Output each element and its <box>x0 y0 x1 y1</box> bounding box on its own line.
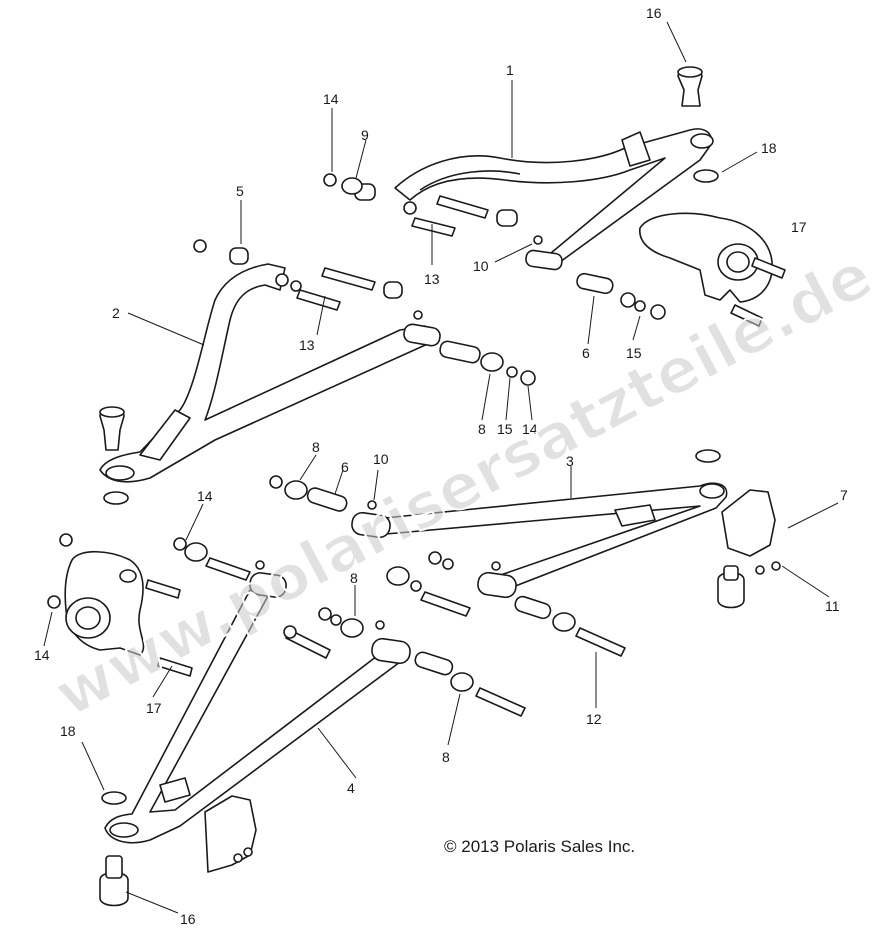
callout-8-d: 8 <box>442 749 450 765</box>
bushings <box>229 183 614 676</box>
callout-5: 5 <box>236 183 244 199</box>
ball-joint-bottom <box>99 855 129 907</box>
callout-10-upper: 10 <box>473 258 489 274</box>
callout-10-lower: 10 <box>373 451 389 467</box>
callout-8-b: 8 <box>312 439 320 455</box>
callout-6-lower: 6 <box>341 459 349 475</box>
callout-1: 1 <box>506 62 514 78</box>
callout-9: 9 <box>361 127 369 143</box>
callout-3: 3 <box>566 453 574 469</box>
lower-right-a-arm <box>351 482 728 599</box>
ball-joint-right-lower <box>717 565 745 609</box>
bolts <box>205 195 626 717</box>
callout-16-bottom: 16 <box>180 911 196 927</box>
callout-12: 12 <box>586 711 602 727</box>
callout-11: 11 <box>825 598 840 614</box>
upper-right-a-arm <box>394 128 714 271</box>
leader-lines <box>43 21 839 914</box>
callout-17-left: 17 <box>146 700 162 716</box>
callout-16-top: 16 <box>646 5 662 21</box>
callout-17-right: 17 <box>791 219 807 235</box>
callout-14-knuckle: 14 <box>34 647 50 663</box>
callout-8-a: 8 <box>478 421 486 437</box>
upper-left-a-arm <box>99 263 441 483</box>
callout-18-left: 18 <box>60 723 76 739</box>
nuts-and-washers <box>47 173 781 863</box>
right-spindle <box>639 212 786 327</box>
left-spindle <box>64 550 193 677</box>
ball-joint-left-top <box>99 406 125 451</box>
callout-4: 4 <box>347 780 355 796</box>
callout-15-b: 15 <box>497 421 513 437</box>
callout-14-left: 14 <box>197 488 213 504</box>
guard-left <box>204 795 257 873</box>
pivot-bushings <box>184 177 576 692</box>
copyright-text: © 2013 Polaris Sales Inc. <box>444 837 635 856</box>
callout-15-a: 15 <box>626 345 642 361</box>
ball-joint-top-right <box>677 66 703 107</box>
callout-13-lower: 13 <box>299 337 315 353</box>
callout-labels: 1 2 3 4 5 6 6 7 8 8 8 8 9 10 10 11 12 13… <box>34 5 848 927</box>
callout-18-right: 18 <box>761 140 777 156</box>
snap-rings <box>101 169 721 805</box>
callout-8-c: 8 <box>350 570 358 586</box>
callout-14-top: 14 <box>323 91 339 107</box>
grease-fittings <box>255 235 543 630</box>
callout-6-upper: 6 <box>582 345 590 361</box>
callout-13-upper: 13 <box>424 271 440 287</box>
watermark-text: www.polarisersatzteile.de <box>43 238 873 731</box>
lower-left-a-arm <box>104 572 411 844</box>
callout-14-mid: 14 <box>522 421 538 437</box>
callout-7: 7 <box>840 487 848 503</box>
callout-2: 2 <box>112 305 120 321</box>
guard-right <box>721 489 776 557</box>
